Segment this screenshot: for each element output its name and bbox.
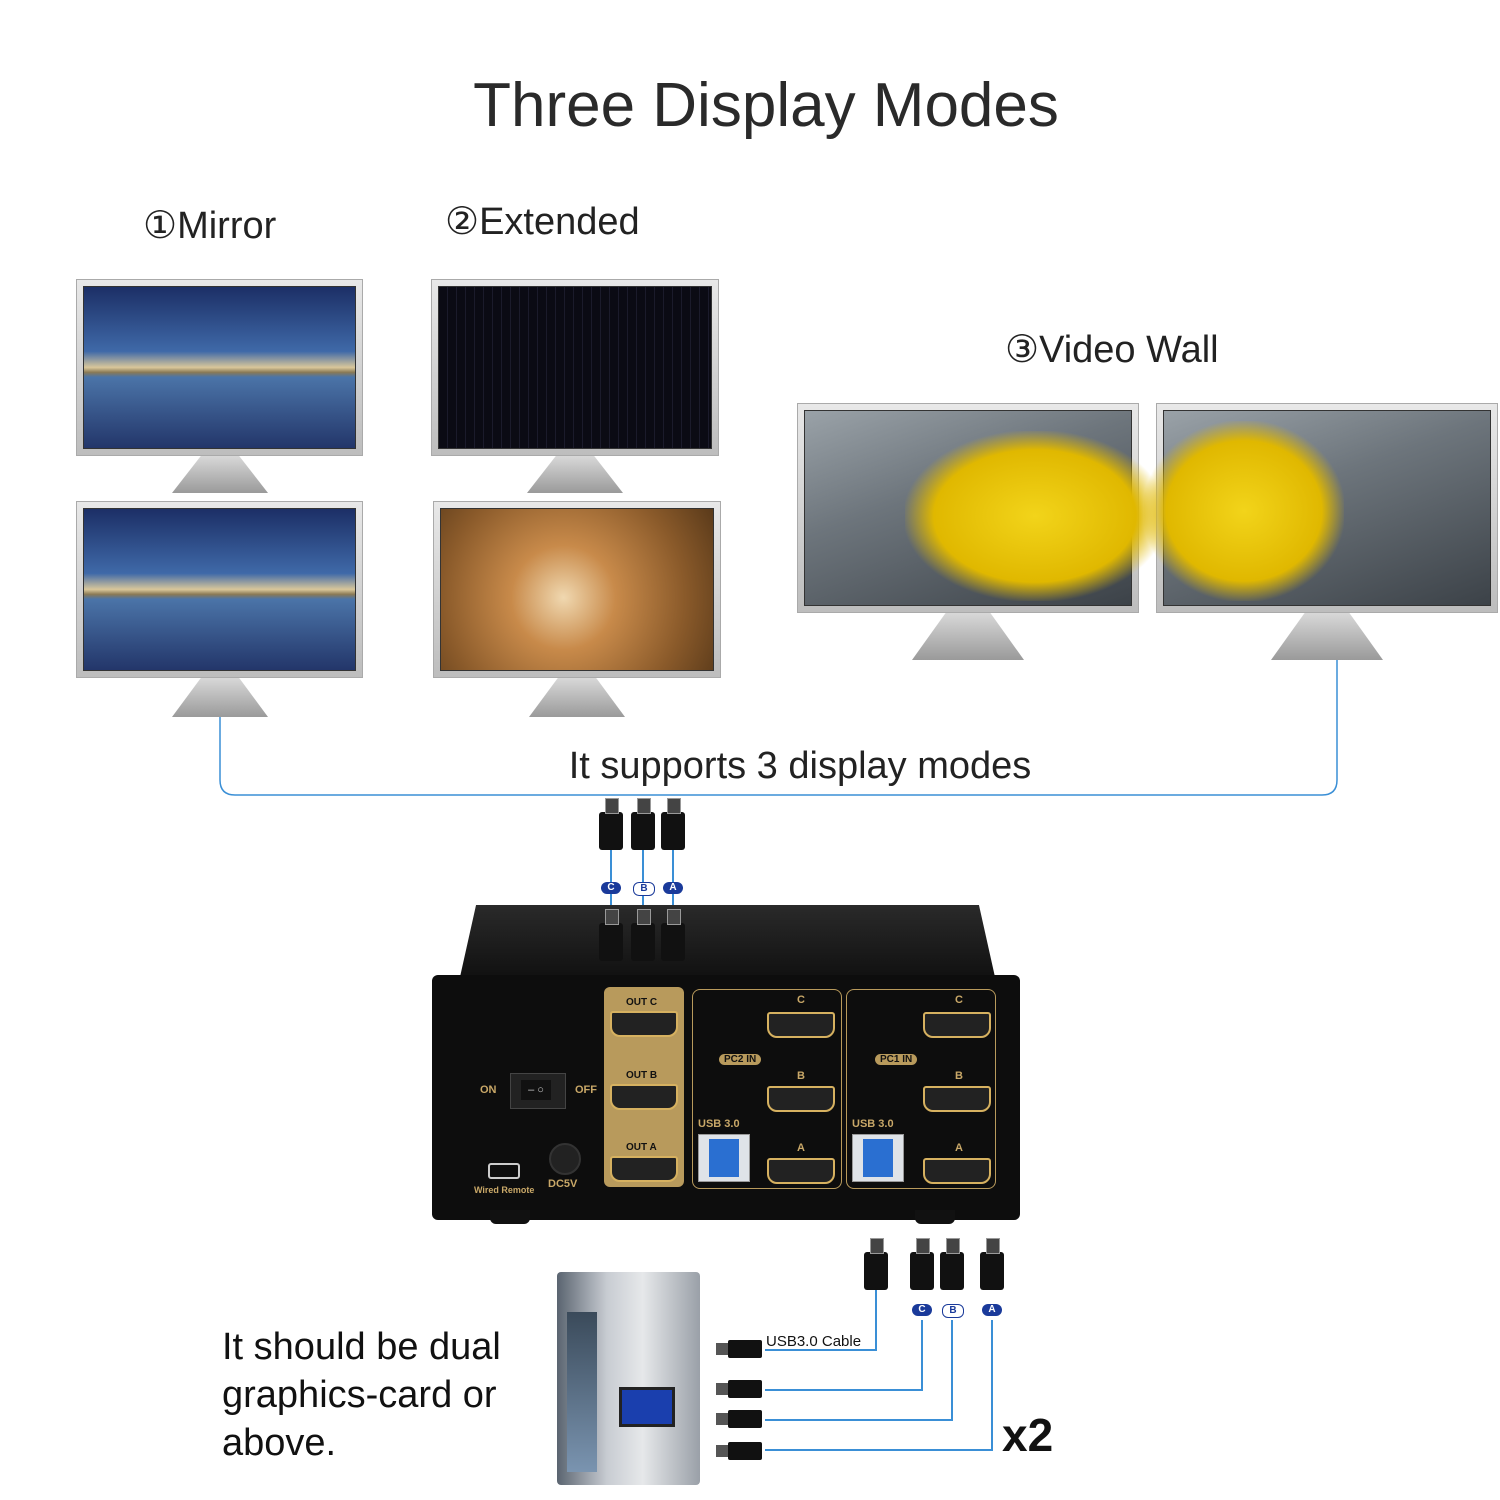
support-text: It supports 3 display modes	[568, 745, 1032, 787]
dc-label: DC5V	[548, 1178, 578, 1190]
game-image	[440, 508, 714, 671]
pc2-in-label: PC2 IN	[719, 1054, 762, 1065]
usb-label: USB 3.0	[698, 1118, 740, 1130]
port-c-label: C	[797, 994, 805, 1006]
dc-jack	[549, 1143, 581, 1175]
out-a-label: OUT A	[626, 1142, 657, 1153]
mirror-monitor-top	[76, 279, 363, 456]
usb-port-pc2	[698, 1134, 750, 1182]
device-foot	[490, 1210, 530, 1224]
hdmi-plug	[599, 909, 623, 961]
video-wall-monitor-right	[1144, 403, 1498, 613]
extended-monitor-bottom	[433, 501, 721, 678]
out-b-label: OUT B	[626, 1070, 658, 1081]
hdmi-port-out-a	[610, 1156, 678, 1182]
port-a-label: A	[797, 1142, 805, 1154]
hdmi-cable-b	[631, 798, 655, 850]
kvm-switch-top	[460, 905, 995, 977]
hdmi-cable-b	[940, 1238, 964, 1290]
lake-image	[83, 286, 356, 449]
trading-chart-image	[438, 286, 712, 449]
port-a-label: A	[955, 1142, 963, 1154]
hdmi-port-pc1-c	[923, 1012, 991, 1038]
usb-port-pc1	[852, 1134, 904, 1182]
hdmi-port-pc2-a	[767, 1158, 835, 1184]
pc-cable-lines	[765, 1290, 993, 1451]
pc-display	[619, 1387, 675, 1427]
car-image-right	[1144, 410, 1491, 606]
out-c-label: OUT C	[626, 997, 658, 1008]
badge-a: A	[982, 1304, 1002, 1316]
usb-cable	[864, 1238, 888, 1290]
pc1-in-label: PC1 IN	[875, 1054, 918, 1065]
usb-plug	[716, 1340, 762, 1358]
mode-label-video-wall: ③Video Wall	[1005, 329, 1219, 371]
hdmi-cable-c	[599, 798, 623, 850]
mirror-monitor-bottom	[76, 501, 363, 678]
extended-monitor-top	[431, 279, 719, 456]
usb-label: USB 3.0	[852, 1118, 894, 1130]
hdmi-plug	[661, 909, 685, 961]
hdmi-plug	[631, 909, 655, 961]
pc-requirement-text: It should be dual graphics-card or above…	[222, 1326, 501, 1464]
power-switch[interactable]: – ○	[510, 1073, 566, 1109]
multiplier-label: x2	[1002, 1409, 1054, 1461]
hdmi-port-pc1-b	[923, 1086, 991, 1112]
hdmi-port-pc2-b	[767, 1086, 835, 1112]
badge-c: C	[912, 1304, 932, 1316]
kvm-switch: ON – ○ OFF Wired Remote DC5V OUT C OUT B…	[432, 909, 1020, 1220]
pc1-panel: C PC1 IN B USB 3.0 A	[846, 989, 996, 1189]
usb-cable-label: USB3.0 Cable	[766, 1333, 862, 1350]
hdmi-plug	[716, 1380, 762, 1398]
car-image-left	[804, 410, 1165, 606]
off-label: OFF	[575, 1084, 597, 1096]
device-foot	[915, 1210, 955, 1224]
hdmi-port-out-c	[610, 1011, 678, 1037]
display-link-line	[219, 660, 1338, 796]
badge-b: B	[633, 882, 655, 896]
video-wall-monitor-left	[797, 403, 1165, 613]
hdmi-port-pc1-a	[923, 1158, 991, 1184]
hdmi-port-out-b	[610, 1084, 678, 1110]
hdmi-cable-c	[910, 1238, 934, 1290]
hdmi-plug	[716, 1442, 762, 1460]
badge-c: C	[601, 882, 621, 894]
badge-b: B	[942, 1304, 964, 1318]
output-panel: OUT C OUT B OUT A	[604, 987, 684, 1187]
on-label: ON	[480, 1084, 497, 1096]
port-b-label: B	[955, 1070, 963, 1082]
badge-a: A	[663, 882, 683, 894]
wired-remote-label: Wired Remote	[474, 1185, 535, 1195]
lake-image	[83, 508, 356, 671]
mode-label-mirror: ①Mirror	[143, 205, 277, 247]
mode-label-extended: ②Extended	[445, 201, 640, 243]
hdmi-plug	[716, 1410, 762, 1428]
pc-tower	[557, 1272, 700, 1485]
hdmi-cable-a	[661, 798, 685, 850]
pc2-panel: C PC2 IN B USB 3.0 A	[692, 989, 842, 1189]
wired-remote-port	[488, 1163, 520, 1179]
hdmi-cable-a	[980, 1238, 1004, 1290]
hdmi-port-pc2-c	[767, 1012, 835, 1038]
port-c-label: C	[955, 994, 963, 1006]
port-b-label: B	[797, 1070, 805, 1082]
page-title: Three Display Modes	[473, 71, 1059, 140]
